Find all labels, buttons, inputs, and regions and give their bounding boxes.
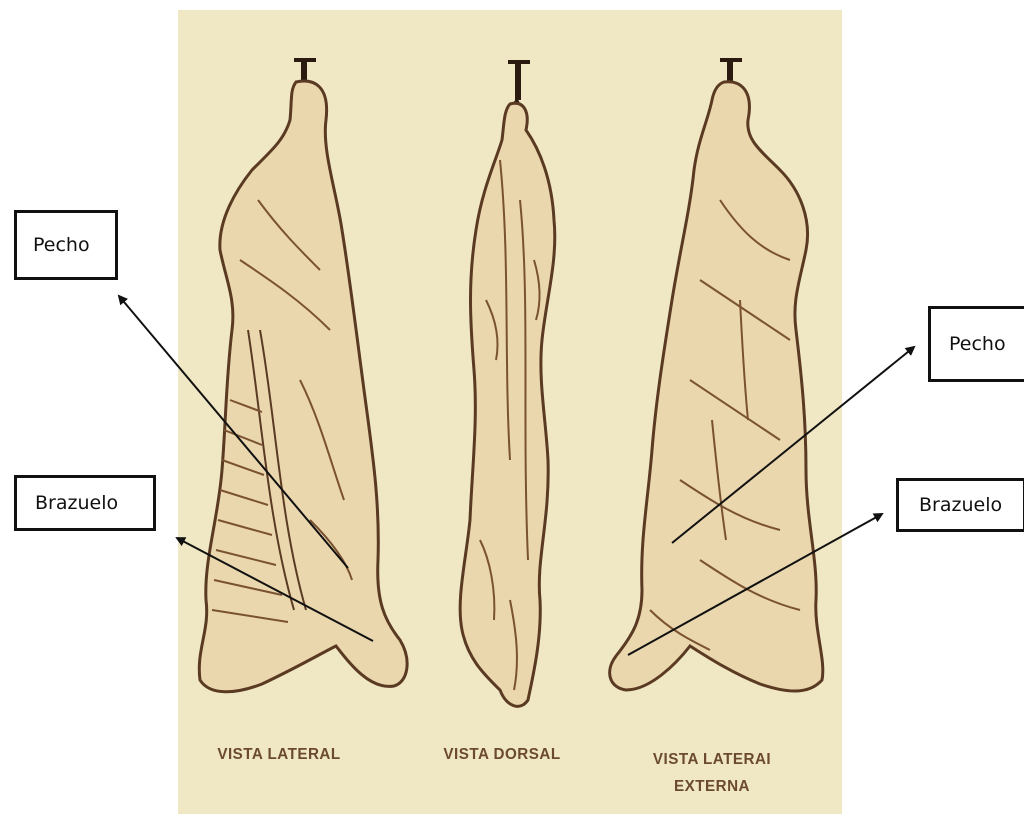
label-brazuelo-right-text: Brazuelo — [919, 494, 1002, 516]
label-pecho-left: Pecho — [14, 210, 118, 280]
caption-externa-line2: EXTERNA — [627, 773, 798, 800]
label-pecho-right: Pecho — [928, 306, 1024, 382]
caption-vista-lateral-externa: VISTA LATERAI EXTERNA — [627, 746, 798, 800]
label-brazuelo-left: Brazuelo — [14, 475, 156, 531]
caption-externa-line1: VISTA LATERAI — [627, 746, 798, 773]
caption-vista-lateral: VISTA LATERAL — [198, 746, 360, 764]
label-brazuelo-left-text: Brazuelo — [35, 492, 118, 514]
label-pecho-right-text: Pecho — [949, 333, 1006, 355]
carcass-external-view — [610, 82, 823, 691]
label-pecho-left-text: Pecho — [33, 234, 90, 256]
caption-vista-dorsal: VISTA DORSAL — [417, 746, 588, 764]
carcass-lateral-view — [199, 81, 407, 692]
label-brazuelo-right: Brazuelo — [896, 478, 1024, 532]
carcass-dorsal-view — [460, 103, 555, 706]
